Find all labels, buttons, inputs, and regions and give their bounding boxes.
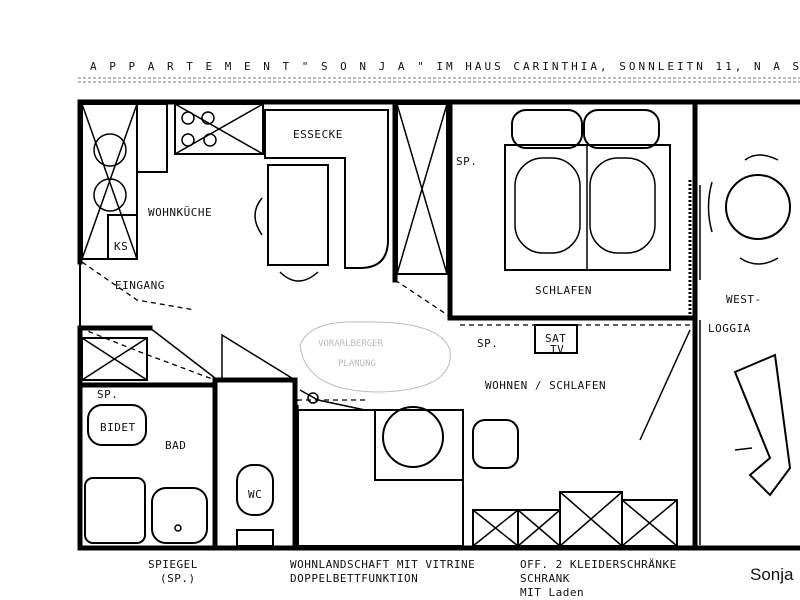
room-label-wohnkueche: WOHNKÜCHE	[148, 206, 212, 219]
caption-kleiderschraenke: OFF. 2 KLEIDERSCHRÄNKE	[520, 558, 677, 571]
sink-icon	[93, 178, 127, 212]
armchair	[472, 419, 519, 469]
coffee-table	[382, 406, 444, 468]
stamp-text: VORARLBERGER	[318, 339, 384, 349]
washbasin	[151, 487, 208, 544]
windows	[688, 180, 701, 545]
entrance-door	[79, 262, 216, 381]
caption-schrank: SCHRANK	[520, 572, 570, 585]
dining-table	[267, 164, 329, 266]
wardrobe-top	[394, 103, 456, 321]
caption-spiegel-sp: (SP.)	[160, 572, 196, 585]
kitchen	[81, 103, 264, 311]
toilet-icon	[236, 464, 274, 516]
caption-doppelbett: DOPPELBETTFUNKTION	[290, 572, 418, 585]
signature-sonja: Sonja	[750, 565, 794, 584]
chair-icon	[254, 197, 263, 236]
bathroom	[81, 333, 298, 548]
plan-title: A P P A R T E M E N T " S O N J A " IM H…	[90, 60, 800, 73]
sink-icon	[93, 133, 127, 167]
stamp-text: PLANUNG	[338, 359, 376, 369]
hob-icon	[203, 133, 217, 147]
tv-label-tv: TV	[550, 343, 564, 356]
room-label-eingang: EINGANG	[115, 279, 165, 292]
loggia-table	[725, 174, 791, 240]
room-label-sp-top: SP.	[456, 155, 477, 168]
room-label-sp-mid: SP.	[477, 337, 498, 350]
room-label-loggia: LOGGIA	[708, 322, 751, 335]
living-room	[297, 324, 691, 547]
room-label-sp-bad: SP.	[97, 388, 118, 401]
chair-icon	[279, 271, 319, 282]
caption-spiegel: SPIEGEL	[148, 558, 198, 571]
lounger	[733, 353, 792, 497]
room-label-essecke: ESSECKE	[293, 128, 343, 141]
dining-corner	[254, 109, 389, 282]
hob-icon	[181, 133, 195, 147]
room-label-bidet: BIDET	[100, 421, 136, 434]
bidet-icon	[87, 404, 147, 446]
room-label-bad: BAD	[165, 439, 186, 452]
hob-icon	[181, 111, 195, 125]
room-label-west: WEST-	[726, 293, 762, 306]
tv-box	[534, 324, 578, 354]
caption-wohnlandschaft: WOHNLANDSCHAFT MIT VITRINE	[290, 558, 475, 571]
stamp: VORARLBERGER PLANUNG	[299, 321, 451, 393]
caption-mit-laden: MIT Laden	[520, 586, 584, 599]
room-label-ks: KS	[114, 240, 128, 253]
room-label-schlafen: SCHLAFEN	[535, 284, 592, 297]
room-label-wc: WC	[248, 488, 262, 501]
lamp-icon	[307, 392, 319, 404]
loggia	[707, 154, 792, 497]
double-bed	[504, 109, 671, 271]
room-label-wohnen-schlafen: WOHNEN / SCHLAFEN	[485, 379, 606, 392]
fridge-ks	[107, 214, 138, 260]
bathtub	[84, 477, 146, 544]
walls	[77, 99, 800, 551]
hob-icon	[201, 111, 215, 125]
tv-label-sat: SAT	[545, 332, 566, 345]
